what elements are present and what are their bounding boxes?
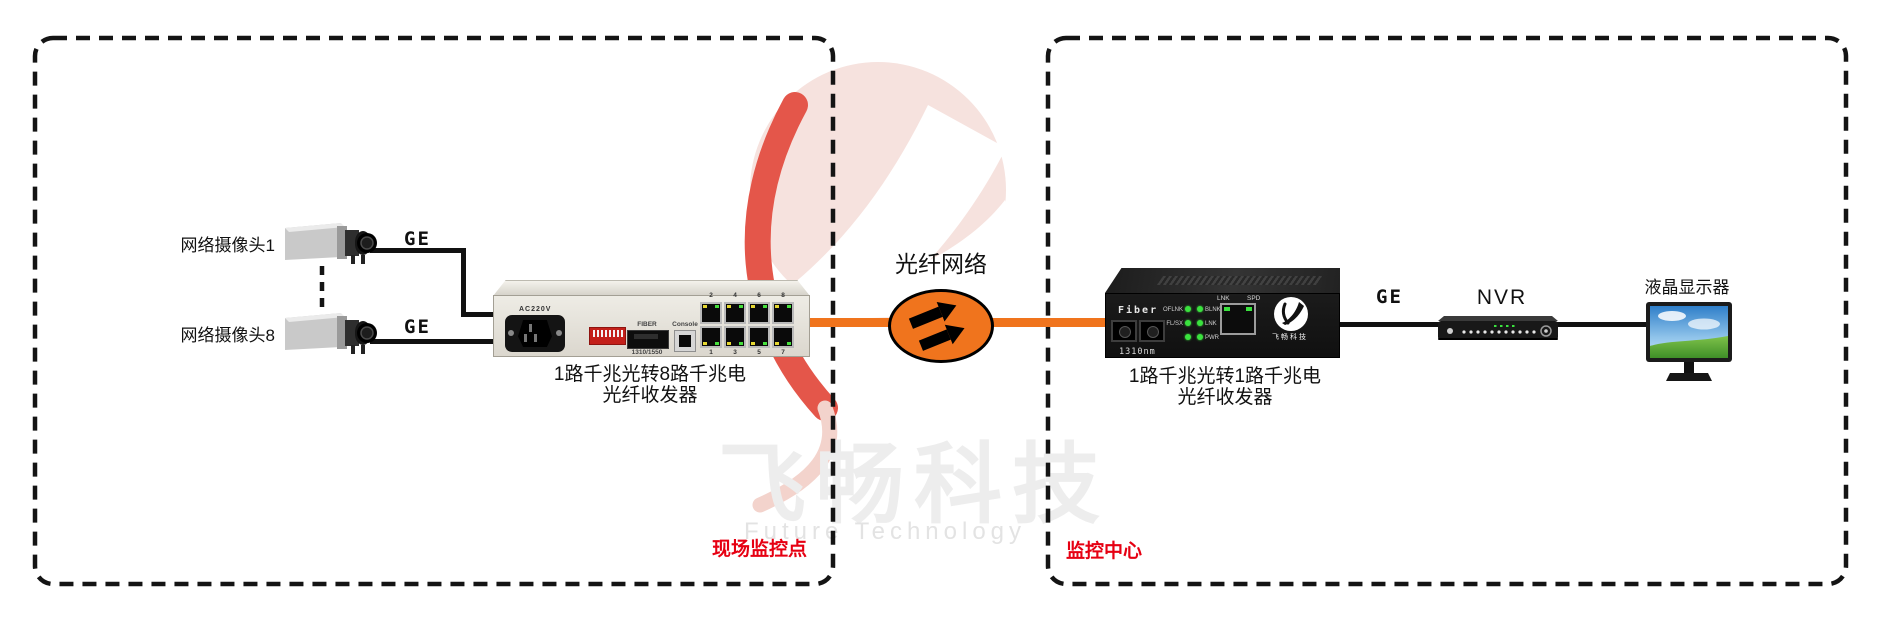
monitor-label: 液晶显示器 (1644, 278, 1730, 297)
fiber-arrows-icon (908, 302, 965, 351)
caption-line1: 1路千兆光转1路千兆电 (1128, 366, 1322, 387)
led-extra (1185, 334, 1191, 340)
rj45-port (1220, 303, 1256, 335)
led-label: FL/SX (1166, 321, 1183, 327)
fiber-wavelength-label: 1310/1550 (631, 349, 663, 356)
ac-power-inlet (505, 315, 565, 352)
converter-8port-caption: 1路千兆光转8路千兆电 光纤收发器 (495, 364, 805, 406)
led-label: BLNK (1205, 307, 1221, 313)
ac-pin (529, 324, 532, 332)
fiber-network-label: 光纤网络 (895, 251, 987, 277)
rj45-spd-label: SPD (1247, 295, 1261, 302)
ac-power-label: AC220V (519, 306, 552, 313)
console-port-label: Console (672, 321, 698, 328)
port-number: 2 (709, 292, 713, 299)
rj45-lnk-label: LNK (1217, 295, 1230, 302)
screw-icon (508, 330, 514, 336)
converter-8port: AC220V FIBER 1310/1550 Console 2 4 6 8 (493, 280, 810, 358)
zone-label-site: 现场监控点 (712, 539, 808, 560)
wire-cam1-to-converter (461, 312, 495, 317)
wire-converter-to-nvr (1339, 322, 1439, 327)
ip-camera-1 (285, 223, 377, 264)
rj45-port-7 (772, 326, 794, 348)
port-number: 1 (709, 349, 713, 356)
wire-cam1-vertical (461, 248, 466, 317)
port-number: 8 (781, 292, 785, 299)
led-oflnk (1185, 306, 1191, 312)
ge-link-label-cam8: GE (404, 316, 431, 338)
led-flsx (1185, 320, 1191, 326)
wire-cam8-to-converter (370, 339, 496, 344)
zone-label-center: 监控中心 (1066, 541, 1143, 562)
rj45-port-6 (748, 302, 770, 324)
led-blnk (1197, 306, 1203, 312)
dip-switch (589, 327, 626, 345)
ip-camera-8 (285, 313, 377, 354)
top-print-streak (1156, 276, 1324, 285)
nvr-device (1438, 316, 1558, 340)
ac-pin (524, 334, 527, 342)
rj45-port-8 (772, 302, 794, 324)
converter-1port: Fiber 1310nm OFLNK FL/SX BLNK LNK PWR LN… (1105, 268, 1340, 358)
rj45-port-4 (724, 302, 746, 324)
rj45-port-1 (700, 326, 722, 348)
caption-line1: 1路千兆光转8路千兆电 (553, 364, 747, 385)
port-number: 4 (733, 292, 737, 299)
lcd-monitor (1646, 302, 1732, 381)
led-lnk (1197, 320, 1203, 326)
brand-logo-icon (1274, 297, 1308, 331)
console-rj45-port (674, 330, 696, 352)
fiber-network-cloud (888, 289, 994, 363)
fiber-label: Fiber (1118, 305, 1159, 316)
wire-nvr-to-monitor (1556, 322, 1652, 327)
caption-line2: 光纤收发器 (602, 385, 698, 406)
sc-fiber-port-1 (1111, 320, 1137, 342)
ge-link-label-nvr: GE (1376, 286, 1403, 308)
camera8-label: 网络摄像头8 (180, 326, 275, 345)
led-label: LNK (1205, 321, 1217, 327)
converter-1port-caption: 1路千兆光转1路千兆电 光纤收发器 (1070, 366, 1380, 408)
brand-label: 飞畅科技 (1272, 334, 1308, 341)
rj45-port-3 (724, 326, 746, 348)
ac-pin (534, 334, 537, 342)
caption-line2: 光纤收发器 (1177, 387, 1273, 408)
wavelength-label: 1310nm (1119, 347, 1156, 357)
camera1-label: 网络摄像头1 (180, 236, 275, 255)
fiber-sc-port (627, 330, 669, 349)
screw-icon (556, 330, 562, 336)
led-label: PWR (1205, 335, 1219, 341)
fiber-port-label: FIBER (637, 321, 657, 328)
led-label: OFLNK (1162, 307, 1183, 313)
port-number: 6 (757, 292, 761, 299)
port-number: 3 (733, 349, 737, 356)
port-number: 5 (757, 349, 761, 356)
ge-link-label-cam1: GE (404, 228, 431, 250)
rj45-port-5 (748, 326, 770, 348)
led-pwr (1197, 334, 1203, 340)
port-number: 7 (781, 349, 785, 356)
rj45-port-2 (700, 302, 722, 324)
nvr-label: NVR (1476, 286, 1528, 309)
